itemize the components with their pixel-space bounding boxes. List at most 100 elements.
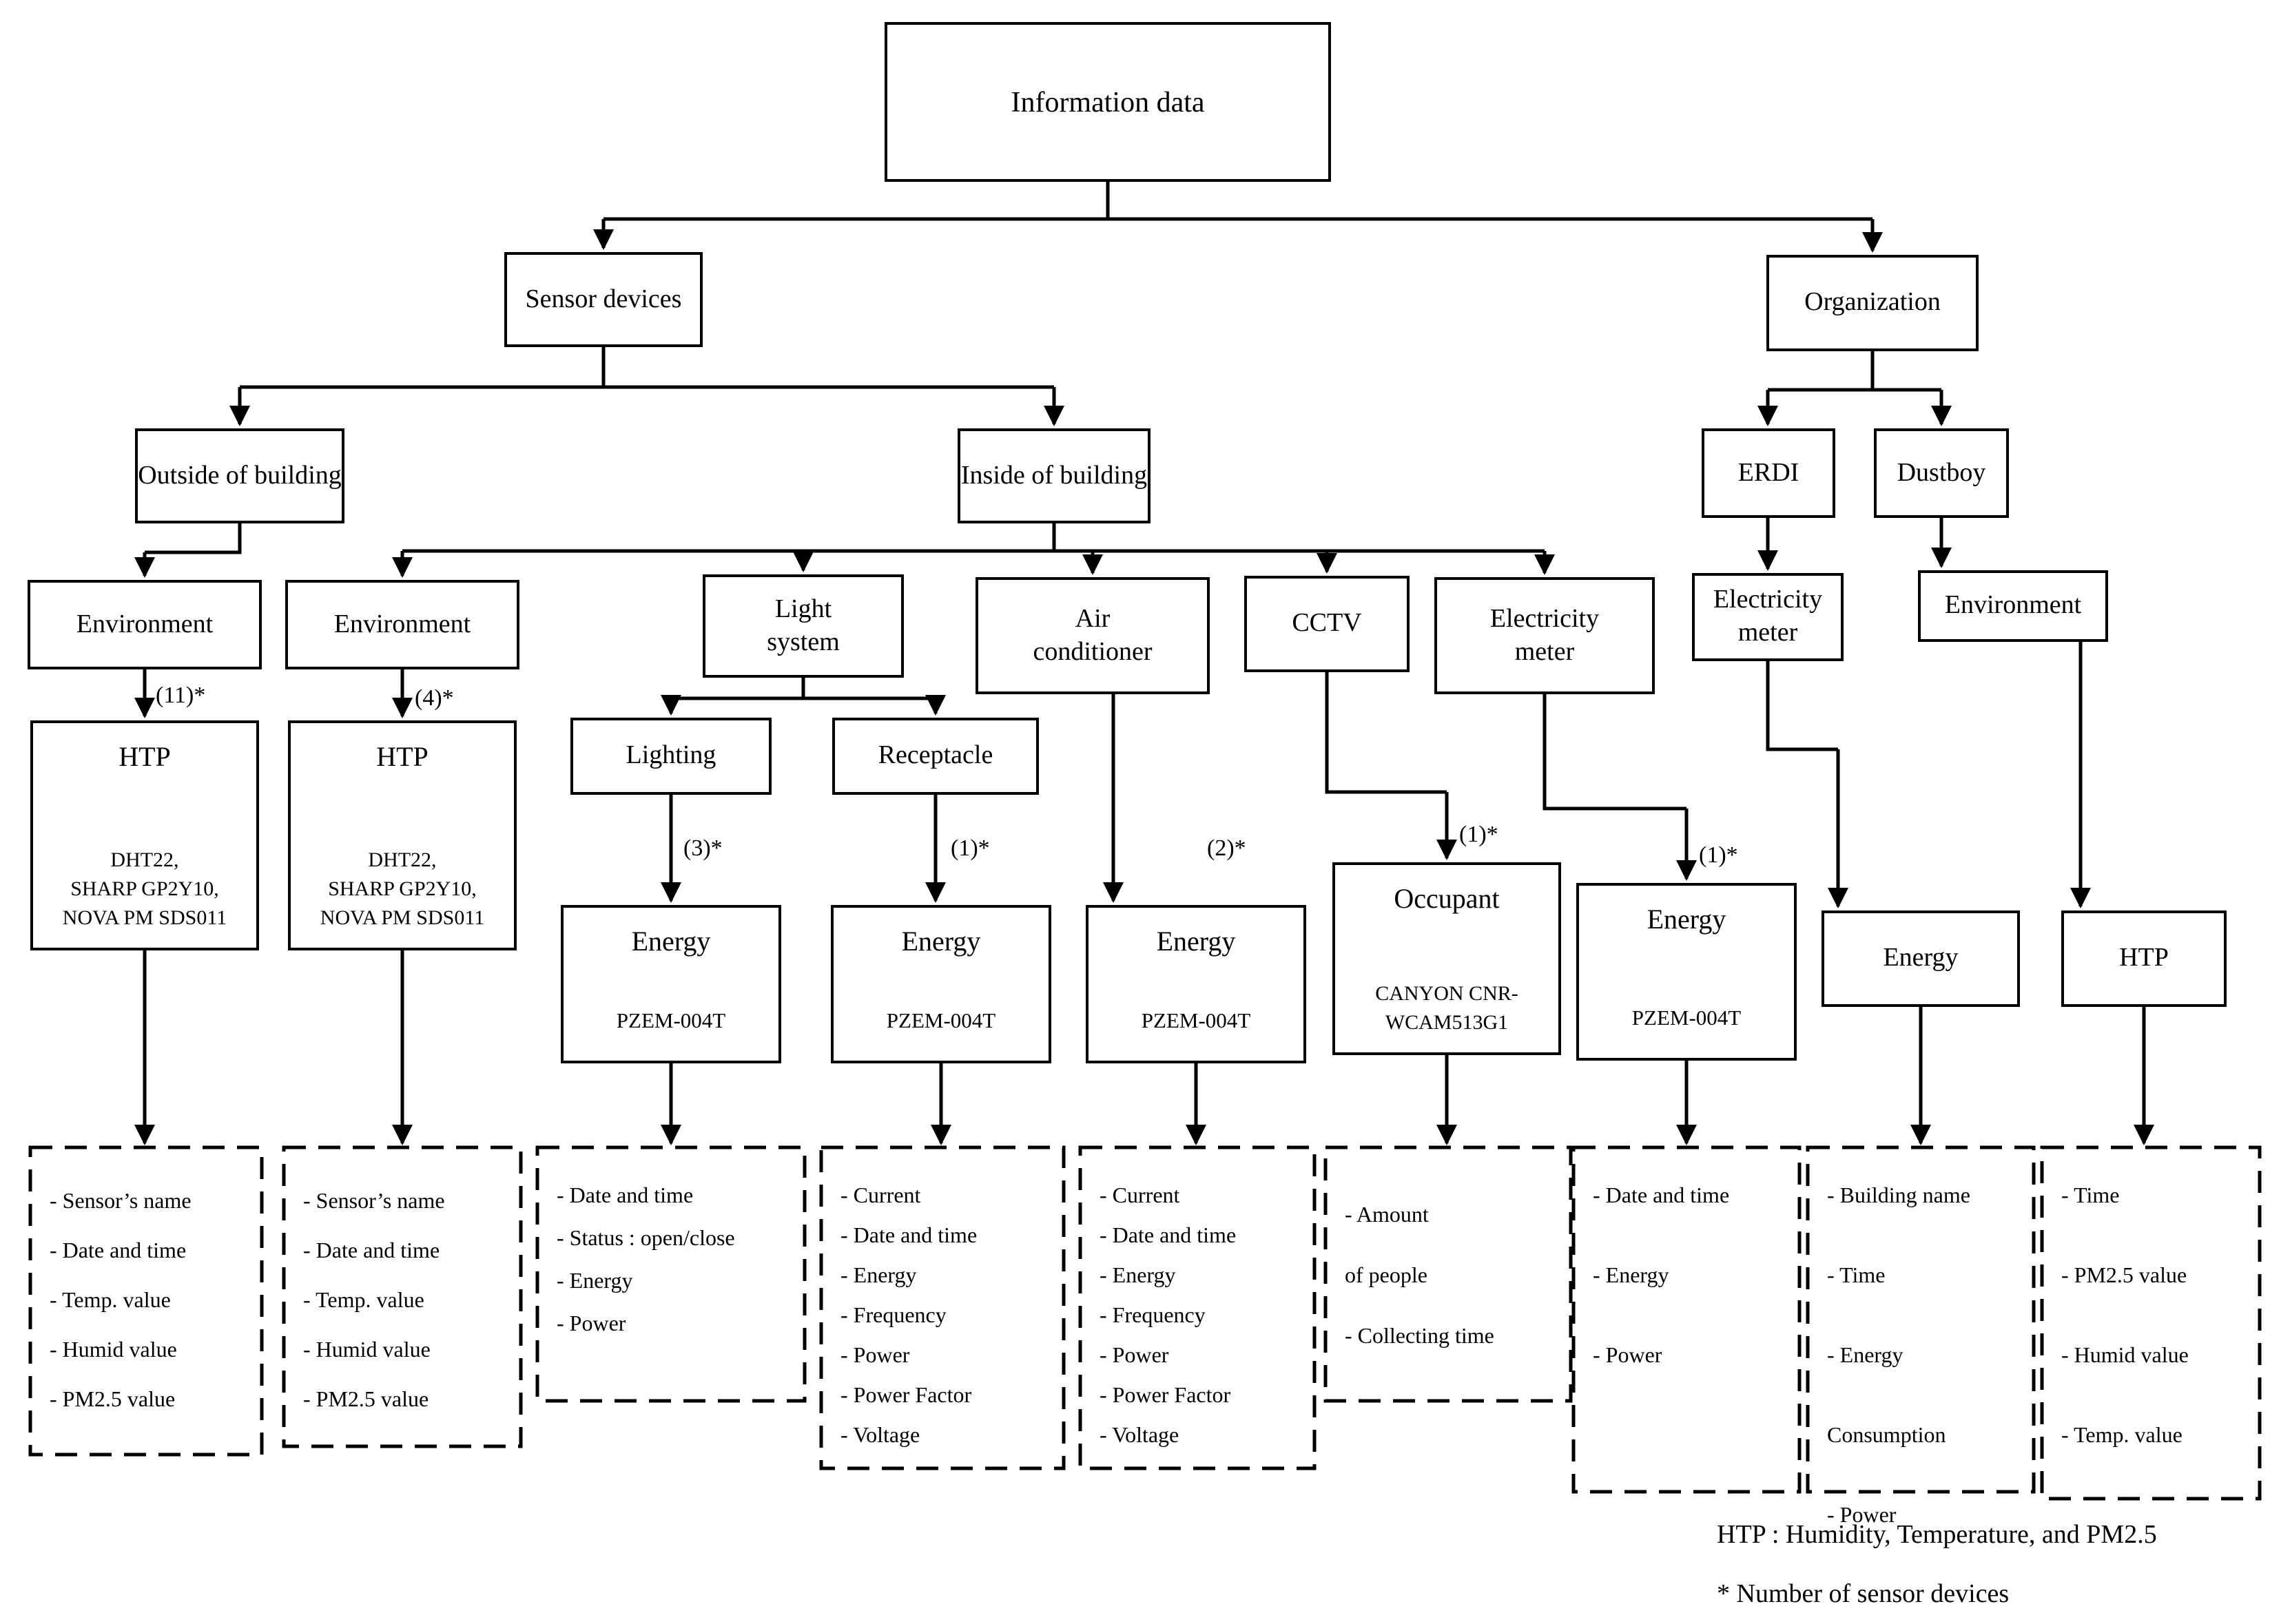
list-item: - Power [1827, 1504, 1897, 1528]
list-item: - Voltage [840, 1424, 920, 1448]
node-environment-outside: Environment [28, 580, 262, 669]
list-item: - Current [1100, 1185, 1180, 1208]
list-item: Consumption [1827, 1424, 1946, 1448]
list-item: - Date and time [1100, 1225, 1237, 1248]
count-htp-inside: (4)* [415, 685, 454, 711]
outputs-energy-em-inside: - Date and time - Energy - Power [1573, 1147, 1799, 1423]
list-item: - Energy [1100, 1264, 1176, 1288]
node-inside-of-building: Inside of building [958, 428, 1151, 523]
list-item: - Building name [1827, 1185, 1970, 1208]
list-item: - Date and time [1593, 1185, 1730, 1208]
device-line: SHARP GP2Y10, [328, 879, 477, 901]
node-air-conditioner: Air conditioner [976, 577, 1210, 694]
node-environment-dustboy: Environment [1918, 570, 2108, 642]
list-item: - Temp. value [50, 1289, 171, 1313]
node-energy-lighting: Energy PZEM-004T [561, 905, 781, 1063]
list-item: - Time [2061, 1185, 2120, 1208]
count-energy-aircon: (2)* [1207, 835, 1246, 861]
list-item: - Energy [1827, 1344, 1903, 1368]
list-item: - Voltage [1100, 1424, 1179, 1448]
node-energy-aircon: Energy PZEM-004T [1086, 905, 1306, 1063]
list-item: - Sensor’s name [303, 1190, 445, 1214]
device-line: NOVA PM SDS011 [62, 908, 227, 930]
device-line: SHARP GP2Y10, [70, 879, 219, 901]
list-item: - Status : open/close [557, 1227, 735, 1251]
node-lighting: Lighting [570, 718, 772, 795]
device-line: DHT22, [368, 850, 437, 872]
list-item: - Date and time [303, 1240, 440, 1263]
count-energy-receptacle: (1)* [951, 835, 990, 861]
outputs-energy-aircon: - Current - Date and time - Energy - Fre… [1080, 1147, 1314, 1463]
list-item: - Power [557, 1313, 626, 1336]
node-dustboy: Dustboy [1874, 428, 2009, 518]
node-light-system: Light system [703, 574, 904, 678]
node-information-data: Information data [885, 22, 1331, 182]
node-erdi: ERDI [1702, 428, 1835, 518]
list-item: - Power [1100, 1344, 1169, 1368]
node-receptacle: Receptacle [832, 718, 1039, 795]
list-item: - Humid value [2061, 1344, 2189, 1368]
list-item: - Date and time [50, 1240, 187, 1263]
list-item: - Power [1593, 1344, 1662, 1368]
count-energy-lighting: (3)* [683, 835, 723, 861]
node-energy-receptacle: Energy PZEM-004T [831, 905, 1051, 1063]
list-item: - Power Factor [840, 1384, 972, 1408]
list-item: - Humid value [50, 1339, 177, 1362]
list-item: - Sensor’s name [50, 1190, 192, 1214]
node-occupant: Occupant CANYON CNR- WCAM513G1 [1332, 862, 1561, 1055]
count-energy-em-inside: (1)* [1699, 842, 1738, 868]
list-item: - Temp. value [303, 1289, 424, 1313]
outputs-htp-outside: - Sensor’s name - Date and time - Temp. … [30, 1147, 262, 1437]
device-line: PZEM-004T [1141, 1010, 1251, 1033]
node-electricity-meter-erdi: Electricity meter [1692, 573, 1844, 661]
device-line: DHT22, [110, 850, 179, 872]
count-occupant: (1)* [1459, 821, 1498, 847]
list-item: - Energy [1593, 1264, 1669, 1288]
node-outside-of-building: Outside of building [135, 428, 344, 523]
list-item: - Collecting time [1345, 1325, 1494, 1349]
list-item: - Temp. value [2061, 1424, 2183, 1448]
node-htp-outside: HTP DHT22, SHARP GP2Y10, NOVA PM SDS011 [30, 720, 259, 950]
device-line: NOVA PM SDS011 [320, 908, 485, 930]
outputs-energy-lighting: - Date and time - Status : open/close - … [537, 1147, 805, 1354]
list-item: - PM2.5 value [50, 1388, 176, 1412]
list-item: - PM2.5 value [2061, 1264, 2187, 1288]
device-line: PZEM-004T [886, 1010, 996, 1033]
outputs-energy-erdi: - Building name - Time - Energy Consumpt… [1808, 1147, 2034, 1583]
count-htp-outside: (11)* [156, 682, 206, 708]
list-item: - Frequency [840, 1304, 947, 1328]
list-item: of people [1345, 1264, 1427, 1288]
device-line: CANYON CNR- [1375, 983, 1518, 1006]
outputs-htp-dustboy: - Time - PM2.5 value - Humid value - Tem… [2042, 1147, 2260, 1503]
list-item: - PM2.5 value [303, 1388, 429, 1412]
list-item: - Amount [1345, 1204, 1429, 1227]
legend-htp: HTP : Humidity, Temperature, and PM2.5 [1717, 1521, 2157, 1550]
node-htp-inside: HTP DHT22, SHARP GP2Y10, NOVA PM SDS011 [288, 720, 517, 950]
list-item: - Date and time [840, 1225, 978, 1248]
node-electricity-meter-inside: Electricity meter [1434, 577, 1655, 694]
node-sensor-devices: Sensor devices [504, 252, 703, 347]
node-environment-inside: Environment [285, 580, 519, 669]
list-item: - Frequency [1100, 1304, 1206, 1328]
device-line: WCAM513G1 [1385, 1012, 1509, 1034]
node-energy-erdi: Energy [1822, 910, 2020, 1007]
device-line: PZEM-004T [1631, 1007, 1742, 1030]
outputs-htp-inside: - Sensor’s name - Date and time - Temp. … [284, 1147, 521, 1437]
node-cctv: CCTV [1244, 576, 1410, 672]
list-item: - Energy [557, 1270, 633, 1293]
list-item: - Humid value [303, 1339, 431, 1362]
node-organization: Organization [1766, 255, 1979, 351]
list-item: - Power [840, 1344, 910, 1368]
device-line: PZEM-004T [616, 1010, 726, 1033]
outputs-occupant: - Amount of people - Collecting time [1325, 1147, 1571, 1384]
list-item: - Energy [840, 1264, 917, 1288]
outputs-energy-receptacle: - Current - Date and time - Energy - Fre… [821, 1147, 1064, 1463]
legend-asterisk: * Number of sensor devices [1717, 1580, 2010, 1609]
list-item: - Current [840, 1185, 921, 1208]
list-item: - Power Factor [1100, 1384, 1231, 1408]
node-energy-em-inside: Energy PZEM-004T [1576, 883, 1797, 1061]
list-item: - Time [1827, 1264, 1886, 1288]
node-htp-dustboy: HTP [2061, 910, 2227, 1007]
